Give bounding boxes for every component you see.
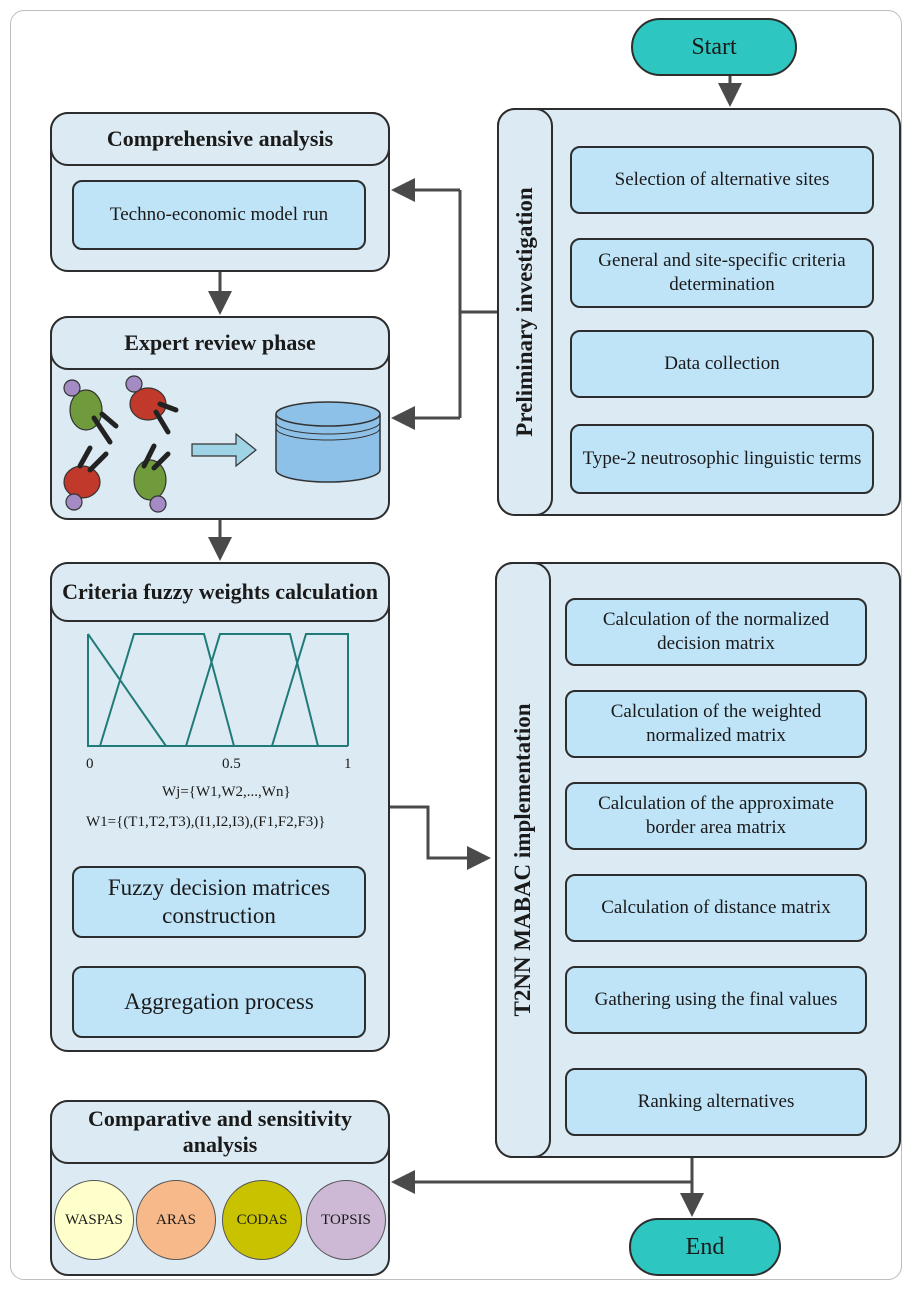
- step-linguistic-terms: Type-2 neutrosophic linguistic terms: [570, 424, 874, 494]
- step-selection-sites: Selection of alternative sites: [570, 146, 874, 214]
- expert-title: Expert review phase: [50, 316, 390, 370]
- tick-0: 0: [86, 756, 94, 772]
- criteria-title: Criteria fuzzy weights calculation: [50, 562, 390, 622]
- database-icon: [275, 401, 381, 483]
- right-arrow-icon: [191, 432, 257, 468]
- membership-functions-chart: [87, 633, 349, 747]
- step-ranking: Ranking alternatives: [565, 1068, 867, 1136]
- expert-figure-icon: [63, 379, 119, 445]
- step-criteria-determination: General and site-specific criteria deter…: [570, 238, 874, 308]
- preliminary-tab: [497, 108, 553, 516]
- expert-figure-icon: [133, 443, 171, 513]
- expert-figure-icon: [125, 375, 179, 435]
- step-aggregation: Aggregation process: [72, 966, 366, 1038]
- step-normalized-matrix: Calculation of the normalized decision m…: [565, 598, 867, 666]
- end-label: End: [685, 1233, 725, 1260]
- expert-illustration: [63, 375, 381, 513]
- membership-curve-2: [87, 633, 167, 747]
- step-data-collection: Data collection: [570, 330, 874, 398]
- end-terminal: End: [629, 1218, 781, 1276]
- formula-wj: Wj={W1,W2,...,Wn}: [162, 784, 291, 800]
- formula-w1: W1={(T1,T2,T3),(I1,I2,I3),(F1,F2,F3)}: [86, 814, 326, 830]
- mabac-title: T2NN MABAC implementation: [510, 703, 535, 1017]
- membership-curve-1: [87, 634, 100, 747]
- membership-curve-4: [185, 633, 319, 747]
- start-terminal: Start: [631, 18, 797, 76]
- step-distance-matrix: Calculation of distance matrix: [565, 874, 867, 942]
- comprehensive-title: Comprehensive analysis: [50, 112, 390, 166]
- method-codas: CODAS: [222, 1180, 302, 1260]
- method-waspas: WASPAS: [54, 1180, 134, 1260]
- step-techno-economic: Techno-economic model run: [72, 180, 366, 250]
- membership-curve-5: [271, 633, 349, 747]
- tick-0-5: 0.5: [222, 756, 241, 772]
- step-weighted-matrix: Calculation of the weighted normalized m…: [565, 690, 867, 758]
- method-aras: ARAS: [136, 1180, 216, 1260]
- tick-1: 1: [344, 756, 352, 772]
- start-label: Start: [691, 33, 737, 60]
- mabac-tab: [495, 562, 551, 1158]
- step-fuzzy-matrices: Fuzzy decision matrices construction: [72, 866, 366, 938]
- membership-curve-3: [99, 633, 235, 747]
- expert-figure-icon: [63, 445, 109, 511]
- method-topsis: TOPSIS: [306, 1180, 386, 1260]
- arrow-criteria-to-mabac: [390, 805, 491, 870]
- step-gathering: Gathering using the final values: [565, 966, 867, 1034]
- preliminary-title: Preliminary investigation: [512, 187, 537, 437]
- comparative-title: Comparative and sensitivity analysis: [50, 1100, 390, 1164]
- step-border-area-matrix: Calculation of the approximate border ar…: [565, 782, 867, 850]
